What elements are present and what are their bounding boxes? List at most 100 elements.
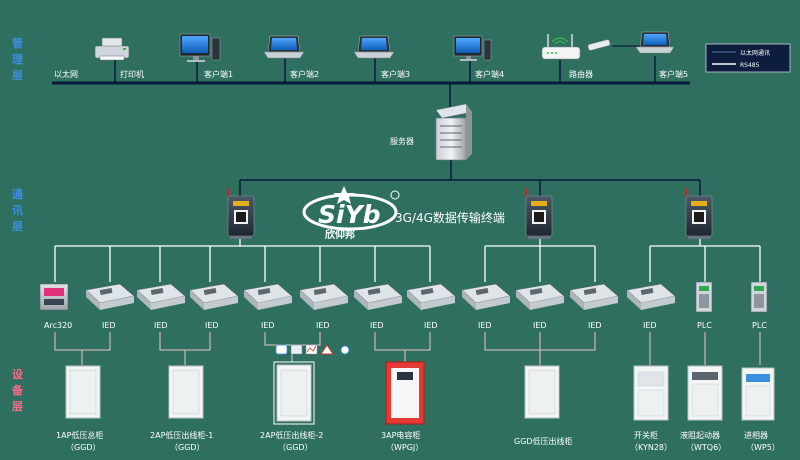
client-5: 客户端5	[635, 31, 688, 79]
usb-modem-icon	[587, 39, 611, 51]
cabinet-6: 开关柜 （KYN28）	[630, 365, 672, 452]
client-3-label: 客户端3	[381, 69, 410, 79]
server-uplink-lines	[239, 160, 701, 196]
legend: 以太网通讯 RS485	[705, 43, 791, 73]
arc320-label: Arc320	[44, 321, 72, 330]
cabinet-7: 液阻起动器 （WTQ6）	[680, 365, 726, 452]
layer-title-communication: 通 讯 层	[11, 188, 23, 233]
ied-label-8: IED	[478, 321, 492, 330]
cabinet-1-name: 1AP低压总柜	[56, 430, 103, 440]
printer: 打印机	[94, 37, 144, 79]
protection-relay-icon	[243, 283, 293, 310]
desktop-computer-icon	[453, 35, 492, 61]
wifi-router-icon	[541, 34, 581, 60]
protection-relay-icon	[136, 283, 186, 310]
ied-label-6: IED	[370, 321, 384, 330]
client-2: 客户端2	[263, 35, 319, 79]
gateway-3	[685, 188, 713, 239]
layer-management-char3: 层	[11, 69, 23, 82]
ied-label-11: IED	[643, 321, 657, 330]
gateway-2	[525, 188, 553, 239]
plc-label-1: PLC	[697, 321, 712, 330]
cabinet-2-name: 2AP低压出线柜-1	[150, 430, 213, 440]
ethernet-label: 以太网	[54, 69, 78, 79]
layer-management-char1: 管	[12, 36, 23, 50]
ied-device-11: IED	[626, 283, 676, 330]
legend-rs485-label: RS485	[740, 62, 760, 69]
plc-module-icon	[695, 281, 713, 313]
layer-communication-char2: 讯	[12, 204, 23, 217]
cabinet-7-name: 液阻起动器	[680, 430, 720, 440]
laptop-icon	[635, 31, 675, 54]
cabinet-4-model: （WPGJ）	[386, 443, 423, 452]
plc-device-1: PLC	[695, 281, 713, 330]
ied-label-2: IED	[154, 321, 168, 330]
cabinet-7-model: （WTQ6）	[686, 443, 726, 452]
brand-logo-text: SiYb	[318, 200, 381, 229]
settings-icon	[340, 345, 350, 355]
ied-device-4: IED	[243, 283, 293, 330]
ied-device-5: IED	[299, 283, 349, 330]
cabinet-1-model: （GGD）	[66, 443, 101, 452]
cabinet-6-name: 开关柜	[634, 430, 658, 440]
brand-logo: SiYb 欣仰邦 3G/4G数据传输终端	[302, 186, 505, 241]
server: 服务器	[390, 103, 473, 161]
layer-device-char3: 层	[11, 400, 23, 413]
legend-ethernet-label: 以太网通讯	[740, 49, 770, 57]
plc-device-2: PLC	[750, 281, 768, 330]
ied-label-10: IED	[588, 321, 602, 330]
cabinet-2-model: （GGD）	[170, 443, 205, 452]
desktop-computer-icon	[179, 33, 221, 62]
ied-label-7: IED	[424, 321, 438, 330]
laptop-icon	[353, 35, 395, 59]
client-2-label: 客户端2	[290, 69, 319, 79]
protection-relay-icon	[189, 283, 239, 310]
dtu-gateway-icon	[685, 188, 713, 239]
ied-device-6: IED	[353, 283, 403, 330]
protection-relay-icon	[299, 283, 349, 310]
brand-star-icon	[333, 186, 355, 204]
cabinet-8-model: （WP5）	[746, 443, 780, 452]
protection-relay-icon	[353, 283, 403, 310]
dtu-gateway-icon	[525, 188, 553, 239]
layer-device-char1: 设	[12, 367, 24, 381]
cabinet-1: 1AP低压总柜 （GGD）	[56, 365, 103, 452]
router-label: 路由器	[569, 69, 593, 79]
layer-device-char2: 备	[11, 383, 24, 397]
ied-device-2: IED	[136, 283, 186, 330]
ied-device-8: IED	[461, 283, 511, 330]
ied-label-3: IED	[205, 321, 219, 330]
ied-device-1: IED	[85, 283, 135, 330]
product-title: 3G/4G数据传输终端	[395, 210, 505, 225]
protection-relay-icon	[569, 283, 619, 310]
hmi-icon-strip	[275, 344, 350, 355]
power-meter-icon	[39, 283, 69, 311]
plc-label-2: PLC	[752, 321, 767, 330]
layer-management-char2: 理	[12, 53, 23, 66]
cabinet-8: 进相器 （WP5）	[741, 367, 780, 452]
ied-device-3: IED	[189, 283, 239, 330]
ied-label-5: IED	[316, 321, 330, 330]
ied-label-9: IED	[533, 321, 547, 330]
ied-label-1: IED	[102, 321, 116, 330]
ied-device-10: IED	[569, 283, 619, 330]
cabinet-4: 3AP电容柜 （WPGJ）	[381, 361, 425, 452]
meter-icon	[275, 344, 288, 355]
client-5-label: 客户端5	[659, 69, 688, 79]
cabinet-3-model: （GGD）	[278, 443, 313, 452]
cabinet-connection-lines	[54, 332, 761, 365]
cabinet-6-model: （KYN28）	[630, 443, 672, 452]
cabinet-3: 2AP低压出线柜-2 （GGD）	[260, 361, 323, 452]
client-1: 客户端1	[179, 33, 233, 79]
printer-icon	[94, 37, 130, 61]
monitor-icon	[290, 344, 303, 355]
client-1-label: 客户端1	[204, 69, 233, 79]
server-rack-icon	[435, 103, 473, 161]
brand-cn-name: 欣仰邦	[325, 228, 355, 241]
printer-label: 打印机	[120, 69, 144, 79]
cabinet-3-name: 2AP低压出线柜-2	[260, 430, 323, 440]
client-3: 客户端3	[353, 35, 410, 79]
ied-device-7: IED	[406, 283, 456, 330]
gateway-1	[227, 188, 255, 239]
